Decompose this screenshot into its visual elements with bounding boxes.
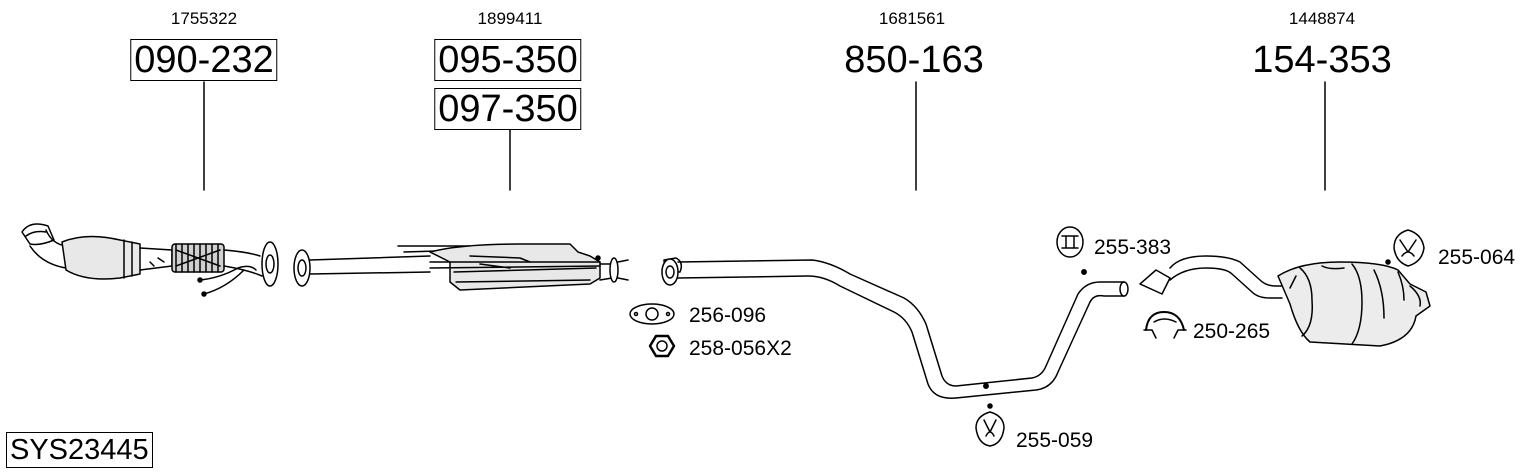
rear-muffler (1139, 255, 1431, 347)
hanger-center-drawing (975, 403, 1005, 447)
part-number-center-pipe[interactable]: 850-163 (844, 39, 984, 81)
oem-number-center-pipe: 1681561 (878, 9, 946, 28)
oem-number-catalyst: 1899411 (477, 9, 543, 28)
part-number-front-pipe[interactable]: 090-232 (130, 39, 278, 81)
oem-number-front-pipe: 1755322 (170, 9, 238, 28)
clamp-drawing (1143, 311, 1187, 339)
part-number-catalyst-b[interactable]: 097-350 (434, 88, 582, 130)
hanger-rear-drawing (1393, 229, 1425, 267)
accessory-hanger-upper-label[interactable]: 255-383 (1094, 236, 1172, 259)
part-number-rear-muffler[interactable]: 154-353 (1252, 39, 1392, 81)
accessory-hanger-center-label[interactable]: 255-059 (1016, 429, 1094, 452)
hanger-upper-drawing (1056, 226, 1084, 258)
accessory-clamp-label[interactable]: 250-265 (1193, 320, 1271, 343)
accessory-nut-label[interactable]: 258-056X2 (689, 337, 792, 360)
center-pipe (661, 257, 1129, 399)
oem-number-rear-muffler: 1448874 (1288, 9, 1356, 28)
front-pipe-with-catalyst (21, 223, 279, 297)
gasket-drawing (629, 303, 675, 325)
system-code-badge: SYS23445 (6, 432, 153, 468)
nut-drawing (648, 334, 676, 358)
accessory-hanger-rear-label[interactable]: 255-064 (1438, 246, 1516, 269)
accessory-gasket-label[interactable]: 256-096 (689, 304, 767, 327)
part-number-catalyst-a[interactable]: 095-350 (434, 39, 582, 81)
catalyst-intermediate-pipe (293, 243, 629, 291)
